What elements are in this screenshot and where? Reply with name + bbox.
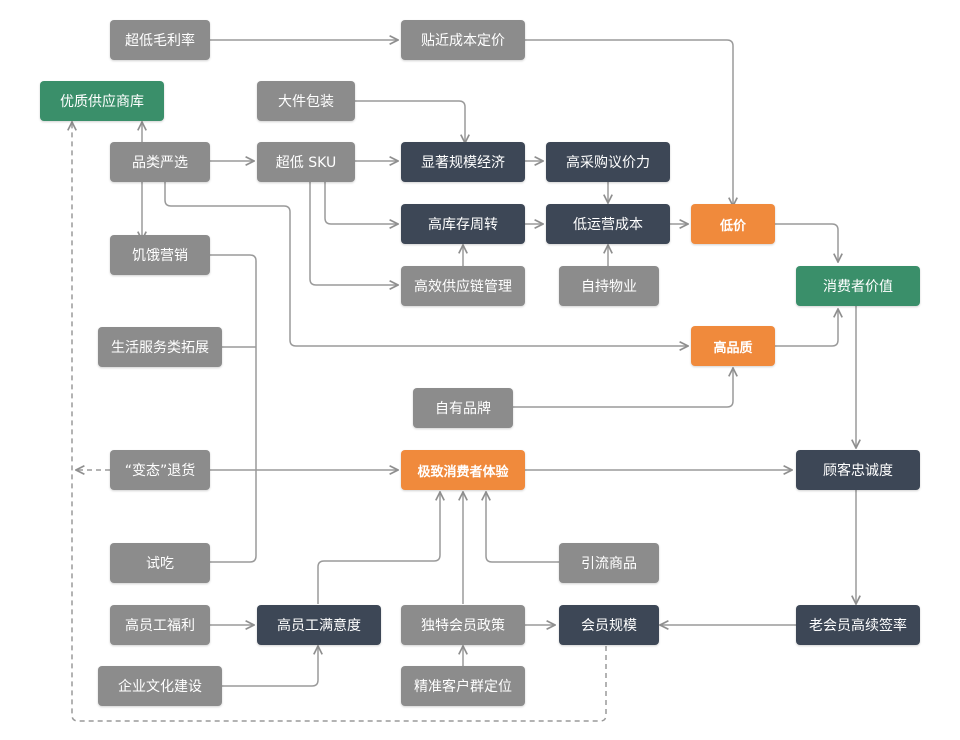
edge-sku-to-supplychain [309, 180, 398, 285]
node-low-operating-cost: 低运营成本 [546, 204, 670, 244]
edge-brand-to-quality [512, 368, 733, 408]
node-traffic-products: 引流商品 [559, 543, 659, 583]
node-economies-of-scale: 显著规模经济 [401, 142, 525, 182]
edge-selection-to-quality [164, 180, 688, 346]
node-hunger-marketing: 饥饿营销 [110, 235, 210, 275]
node-corporate-culture: 企业文化建设 [98, 666, 222, 706]
edge-membership-to-supplier-dashed [72, 122, 607, 722]
node-low-price: 低价 [691, 204, 775, 244]
edge-bulk-to-scale [355, 100, 465, 143]
node-consumer-value: 消费者价值 [796, 266, 920, 306]
node-private-brand: 自有品牌 [413, 388, 513, 428]
node-customer-loyalty: 顾客忠诚度 [796, 450, 920, 490]
edge-quality-to-value [775, 309, 838, 347]
edge-lowprice-to-value [775, 223, 838, 262]
node-membership-scale: 会员规模 [559, 605, 659, 645]
node-employee-satisfaction: 高员工满意度 [257, 605, 381, 645]
node-bulk-packaging: 大件包装 [257, 81, 355, 121]
node-ultra-low-sku: 超低 SKU [257, 142, 355, 182]
node-near-cost-pricing: 贴近成本定价 [401, 20, 525, 60]
node-unique-membership-policy: 独特会员政策 [401, 605, 525, 645]
edge-traffic-to-experience [486, 492, 559, 563]
node-quality-supplier-pool: 优质供应商库 [40, 81, 164, 121]
node-owned-property: 自持物业 [559, 266, 659, 306]
node-high-bargaining-power: 高采购议价力 [546, 142, 670, 182]
node-efficient-supply-chain: 高效供应链管理 [401, 266, 525, 306]
node-precise-customer-targeting: 精准客户群定位 [401, 666, 525, 706]
node-category-selection: 品类严选 [110, 142, 210, 182]
node-high-renewal-rate: 老会员高续签率 [796, 605, 920, 645]
node-ultra-low-margin: 超低毛利率 [110, 20, 210, 60]
node-life-services-expansion: 生活服务类拓展 [98, 327, 222, 367]
node-ultimate-experience: 极致消费者体验 [401, 450, 525, 490]
edge-hunger-trunk [210, 254, 257, 563]
node-high-inventory-turnover: 高库存周转 [401, 204, 525, 244]
node-free-tasting: 试吃 [110, 543, 210, 583]
node-employee-benefits: 高员工福利 [110, 605, 210, 645]
edge-sku-to-turnover [324, 180, 398, 224]
edge-pricing-to-lowprice [525, 39, 733, 206]
node-high-quality: 高品质 [691, 326, 775, 366]
edge-culture-to-satisfaction [222, 646, 318, 687]
edge-satisfaction-to-experience [317, 492, 440, 604]
node-liberal-returns: “变态”退货 [110, 450, 210, 490]
